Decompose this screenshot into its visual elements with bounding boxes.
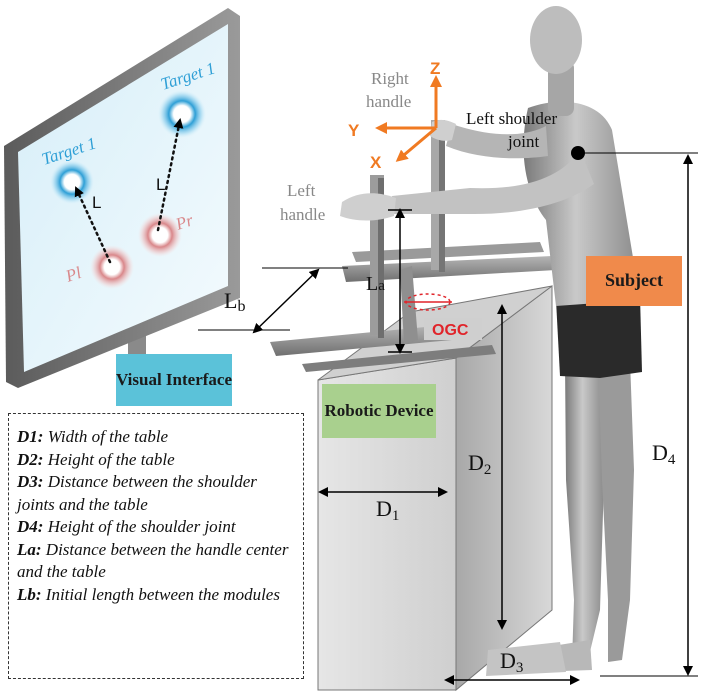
right-foot xyxy=(486,642,566,676)
y-axis-label: Y xyxy=(348,121,360,140)
shoulder-joint-label: Left shoulder joint xyxy=(466,109,561,151)
legend-text: Width of the table xyxy=(43,427,169,446)
legend-key: D2: xyxy=(17,449,44,469)
d1-label-sub: 1 xyxy=(392,508,400,524)
path-left xyxy=(74,186,112,264)
d4-label-sub: 4 xyxy=(668,452,676,468)
path-right-length-label: L xyxy=(156,175,165,194)
visual-interface-label: Visual Interface xyxy=(116,354,232,406)
coordinate-axes: Z Y X xyxy=(348,59,442,172)
shoulder-joint-label-line1: Left shoulder xyxy=(466,109,557,128)
robotic-device-label: Robotic Device xyxy=(322,384,436,438)
left-handle-label-line1: Left xyxy=(287,181,316,200)
left-leg xyxy=(565,360,604,662)
ogc-label: OGC xyxy=(432,322,469,339)
ogc-label-bg xyxy=(424,318,482,340)
rail-front-bottom xyxy=(302,345,496,372)
la-label: La xyxy=(366,273,385,295)
left-handle-label-line2: handle xyxy=(280,205,325,224)
head xyxy=(530,6,582,74)
legend-key: Lb: xyxy=(17,584,42,604)
left-arm xyxy=(390,150,594,214)
shorts xyxy=(556,296,642,378)
right-handle-label-line1: Right xyxy=(371,69,409,88)
neck xyxy=(548,60,574,116)
x-axis-label: X xyxy=(370,153,382,172)
legend-text: Distance between the shoulder joints and… xyxy=(17,472,257,514)
legend-key: D4: xyxy=(17,517,44,536)
legend-text: Initial length between the modules xyxy=(41,584,280,604)
legend-key: La: xyxy=(17,539,42,559)
left-handle-label: Left handle xyxy=(280,181,325,224)
marker-left-label: Pl xyxy=(62,263,83,286)
z-axis-label: Z xyxy=(430,59,440,78)
ogc-marker: OGC xyxy=(404,293,482,340)
right-handle-label-line2: handle xyxy=(366,92,411,111)
path-left-length-label: L xyxy=(92,193,101,212)
d2-label-sub: 2 xyxy=(484,462,492,478)
legend-text: Height of the table xyxy=(43,449,175,469)
lb-dimension-line xyxy=(252,268,320,334)
legend-key: D3: xyxy=(17,472,44,491)
legend-item-la: La: Distance between the handle center a… xyxy=(17,539,297,584)
subject-label: Subject xyxy=(586,256,682,306)
legend-item-d4: D4: Height of the shoulder joint xyxy=(17,516,297,539)
d3-label-sub: 3 xyxy=(516,660,524,676)
target-right-circle xyxy=(158,90,206,138)
left-hand xyxy=(340,193,396,221)
legend: D1: Width of the table D2: Height of the… xyxy=(8,413,304,679)
x-axis xyxy=(395,126,437,162)
monitor: Target 1 Target 1 Pl Pr L L xyxy=(4,8,240,388)
d4-label: D4 xyxy=(652,440,676,468)
right-leg xyxy=(598,360,634,662)
marker-right-label: Pr xyxy=(172,210,195,234)
legend-item-d1: D1: Width of the table xyxy=(17,426,297,449)
right-handle-label: Right handle xyxy=(366,69,413,111)
legend-item-d2: D2: Height of the table xyxy=(17,449,297,472)
legend-text: Height of the shoulder joint xyxy=(43,517,236,536)
lb-label-sub: b xyxy=(237,298,245,315)
right-arm xyxy=(446,124,548,159)
path-right xyxy=(156,118,184,232)
target-left-circle xyxy=(50,160,94,204)
marker-right-circle xyxy=(138,213,182,257)
left-handle-shadow xyxy=(378,178,384,338)
marker-left-circle xyxy=(90,245,134,289)
shoulder-joint-label-line2: joint xyxy=(507,132,539,151)
legend-text: Distance between the handle center and t… xyxy=(17,539,289,582)
legend-item-lb: Lb: Initial length between the modules xyxy=(17,584,297,607)
lb-label: Lb xyxy=(224,288,245,315)
legend-item-d3: D3: Distance between the shoulder joints… xyxy=(17,471,297,516)
legend-key: D1: xyxy=(17,427,44,446)
la-label-sub: a xyxy=(378,278,385,294)
